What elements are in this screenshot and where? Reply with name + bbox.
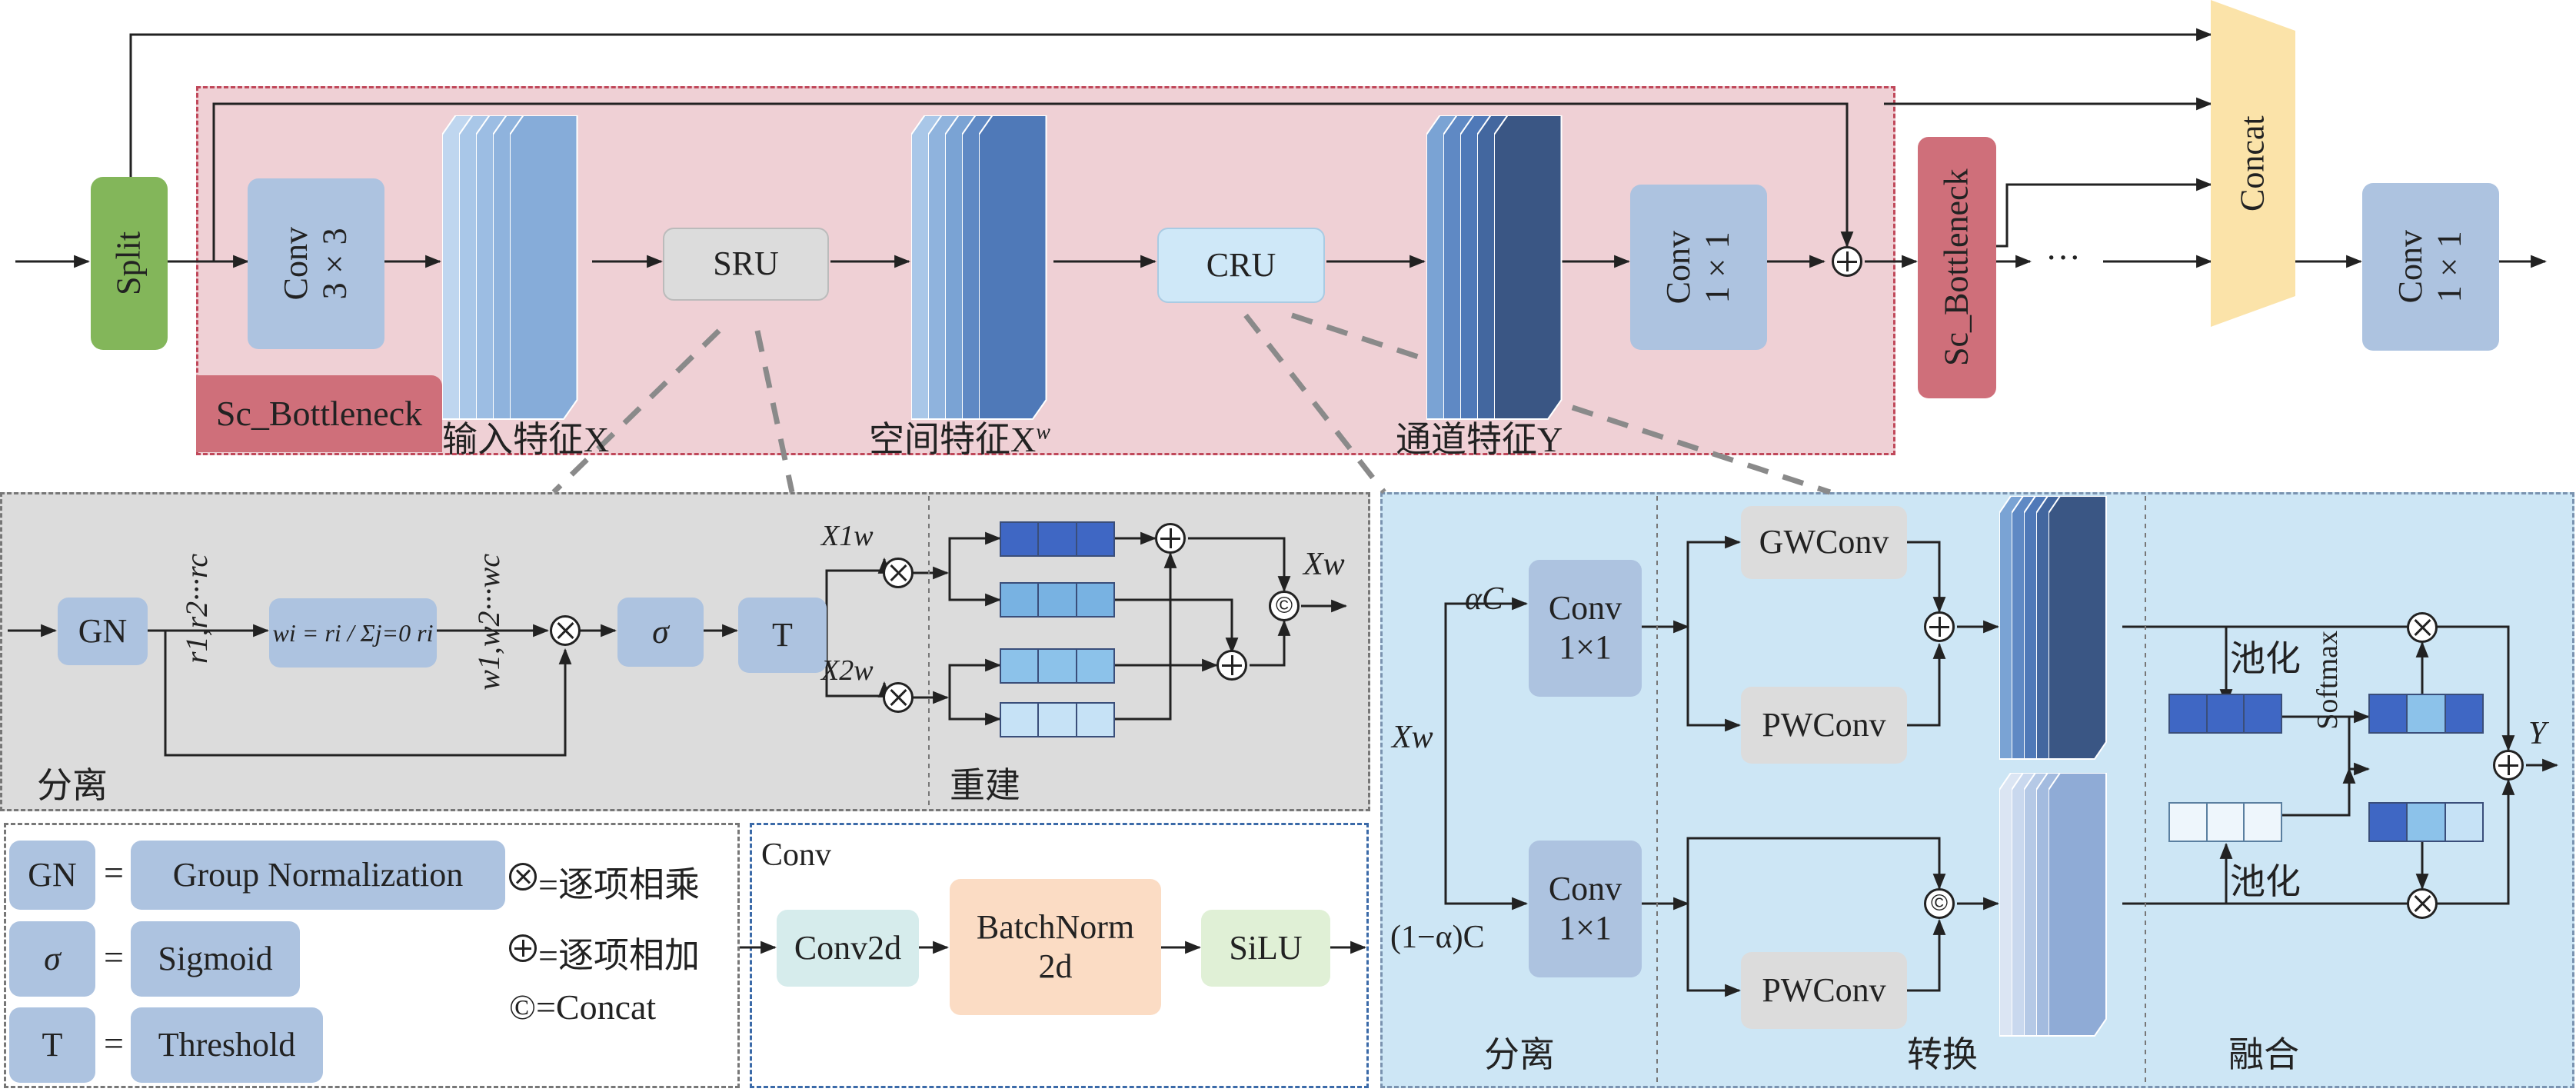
- sru-add-op-2: [1216, 650, 1247, 681]
- x2w-multiply-op: [883, 682, 914, 713]
- sc-bottleneck-outer-block: Sc_Bottleneck: [1918, 137, 1996, 398]
- cru-transform-label: 转换: [1907, 1035, 1978, 1074]
- legend-mult-text: =逐项相乘: [538, 865, 700, 904]
- x1w-label: X1w: [821, 520, 874, 552]
- x2w-label: X2w: [821, 654, 874, 687]
- conv-module-title: Conv: [761, 837, 832, 873]
- residual-add-op: [1832, 246, 1862, 277]
- sru-concat-op: ©: [1269, 591, 1300, 621]
- pwconv-bottom-block: PWConv: [1741, 952, 1907, 1029]
- legend-gn-eq: =: [104, 853, 124, 892]
- sru-bar-4: [1000, 702, 1115, 737]
- one-minus-alpha-c-label: (1−α)C: [1390, 920, 1485, 955]
- cru-bottom-feature-stack-slab: [2048, 773, 2107, 1037]
- cru-final-add-op: [2493, 750, 2524, 781]
- cru-concat-op: ©: [1924, 888, 1955, 919]
- sru-bar-3: [1000, 648, 1115, 684]
- cru-add-op-top: [1924, 611, 1955, 642]
- gn-block: GN: [58, 598, 148, 665]
- legend-sigma-key: σ: [9, 921, 95, 997]
- conv3x3-label: Conv 3×3: [277, 227, 354, 301]
- conv2d-block: Conv2d: [777, 910, 919, 987]
- legend-sigma-eq: =: [104, 937, 124, 977]
- channel-feature-stack-slab: [1494, 115, 1563, 420]
- spatial-feature-text: 空间特征X: [869, 420, 1037, 459]
- sru-multiply-op: [550, 615, 581, 646]
- legend-add-text: =逐项相加: [538, 936, 700, 975]
- conv1x1-block: Conv 1×1: [1630, 185, 1767, 350]
- input-feature-stack-slab: [510, 115, 578, 420]
- cru-top-feature-stack-slab: [2048, 496, 2107, 760]
- alpha-c-label: αC: [1465, 581, 1504, 617]
- spatial-feature-stack-slab: [979, 115, 1047, 420]
- sc-bottleneck-inner-label: Sc_Bottleneck: [196, 375, 442, 452]
- sru-rebuild-label: 重建: [950, 766, 1020, 805]
- legend-mult-symbol: [509, 863, 537, 891]
- pool-bottom-label: 池化: [2230, 862, 2301, 901]
- channel-feature-text: 通道特征Y: [1396, 420, 1563, 459]
- softmax-label: Softmax: [2311, 631, 2344, 730]
- sru-add-op-1: [1155, 523, 1186, 554]
- legend-add-symbol: [509, 934, 537, 962]
- sru-block: SRU: [663, 228, 829, 301]
- x1w-multiply-op: [883, 558, 914, 588]
- legend-sigma-value: Sigmoid: [131, 921, 300, 997]
- cru-conv-bottom-block: Conv 1×1: [1529, 841, 1642, 977]
- legend-t-value: Threshold: [131, 1007, 323, 1083]
- cru-pool-bar-top: [2168, 694, 2282, 734]
- cru-separate-label: 分离: [1484, 1035, 1555, 1074]
- channel-feature-label: 通道特征Y: [1396, 411, 1563, 462]
- conv1x1-final-block: Conv 1×1: [2362, 183, 2499, 351]
- conv3x3-block: Conv 3×3: [248, 178, 384, 349]
- cru-pool-bar-bottom: [2168, 802, 2282, 842]
- input-feature-label: 输入特征X: [442, 411, 609, 462]
- cru-mult-op-top: [2407, 612, 2438, 643]
- spatial-feature-sup: w: [1036, 420, 1050, 444]
- r-sequence-label: r1,r2···rc: [179, 554, 214, 664]
- concat-block: Concat: [2233, 115, 2271, 211]
- cru-softmax-bar-bottom: [2368, 802, 2484, 842]
- legend-t-eq: =: [104, 1024, 124, 1063]
- pwconv-top-block: PWConv: [1741, 687, 1907, 764]
- cru-fuse-label: 融合: [2228, 1035, 2299, 1074]
- conv1x1-label: Conv 1×1: [1659, 230, 1736, 305]
- gwconv-block: GWConv: [1741, 506, 1907, 579]
- legend-gn-key: GN: [9, 841, 95, 910]
- weight-formula-block: wi = ri / Σj=0 ri: [269, 598, 437, 668]
- pool-top-label: 池化: [2230, 639, 2301, 678]
- concat-shape: [2211, 0, 2295, 327]
- legend-t-key: T: [9, 1007, 95, 1083]
- ellipsis: ···: [2045, 238, 2081, 277]
- split-block: Split: [91, 177, 168, 350]
- cru-mult-op-bottom: [2407, 888, 2438, 919]
- xw-out-label: Xw: [1303, 547, 1345, 582]
- silu-block: SiLU: [1201, 910, 1330, 987]
- conv1x1-final-label: Conv 1×1: [2391, 230, 2468, 304]
- cru-block: CRU: [1157, 228, 1325, 303]
- legend-gn-value: Group Normalization: [131, 841, 505, 910]
- sru-separate-label: 分离: [37, 766, 108, 805]
- input-feature-text: 输入特征X: [442, 420, 610, 459]
- spatial-feature-label: 空间特征Xw: [869, 411, 1050, 462]
- batchnorm-block: BatchNorm 2d: [950, 879, 1161, 1015]
- threshold-block: T: [738, 598, 827, 673]
- sigma-block: σ: [617, 598, 704, 667]
- cru-xw-in-label: Xw: [1392, 720, 1433, 755]
- sru-bar-1: [1000, 521, 1115, 557]
- legend-concat-text: ©=Concat: [509, 987, 657, 1027]
- y-out-label: Y: [2528, 716, 2547, 751]
- cru-softmax-bar-top: [2368, 694, 2484, 734]
- w-sequence-label: w1,w2···wc: [471, 554, 506, 691]
- cru-conv-top-block: Conv 1×1: [1529, 560, 1642, 697]
- sru-bar-2: [1000, 582, 1115, 618]
